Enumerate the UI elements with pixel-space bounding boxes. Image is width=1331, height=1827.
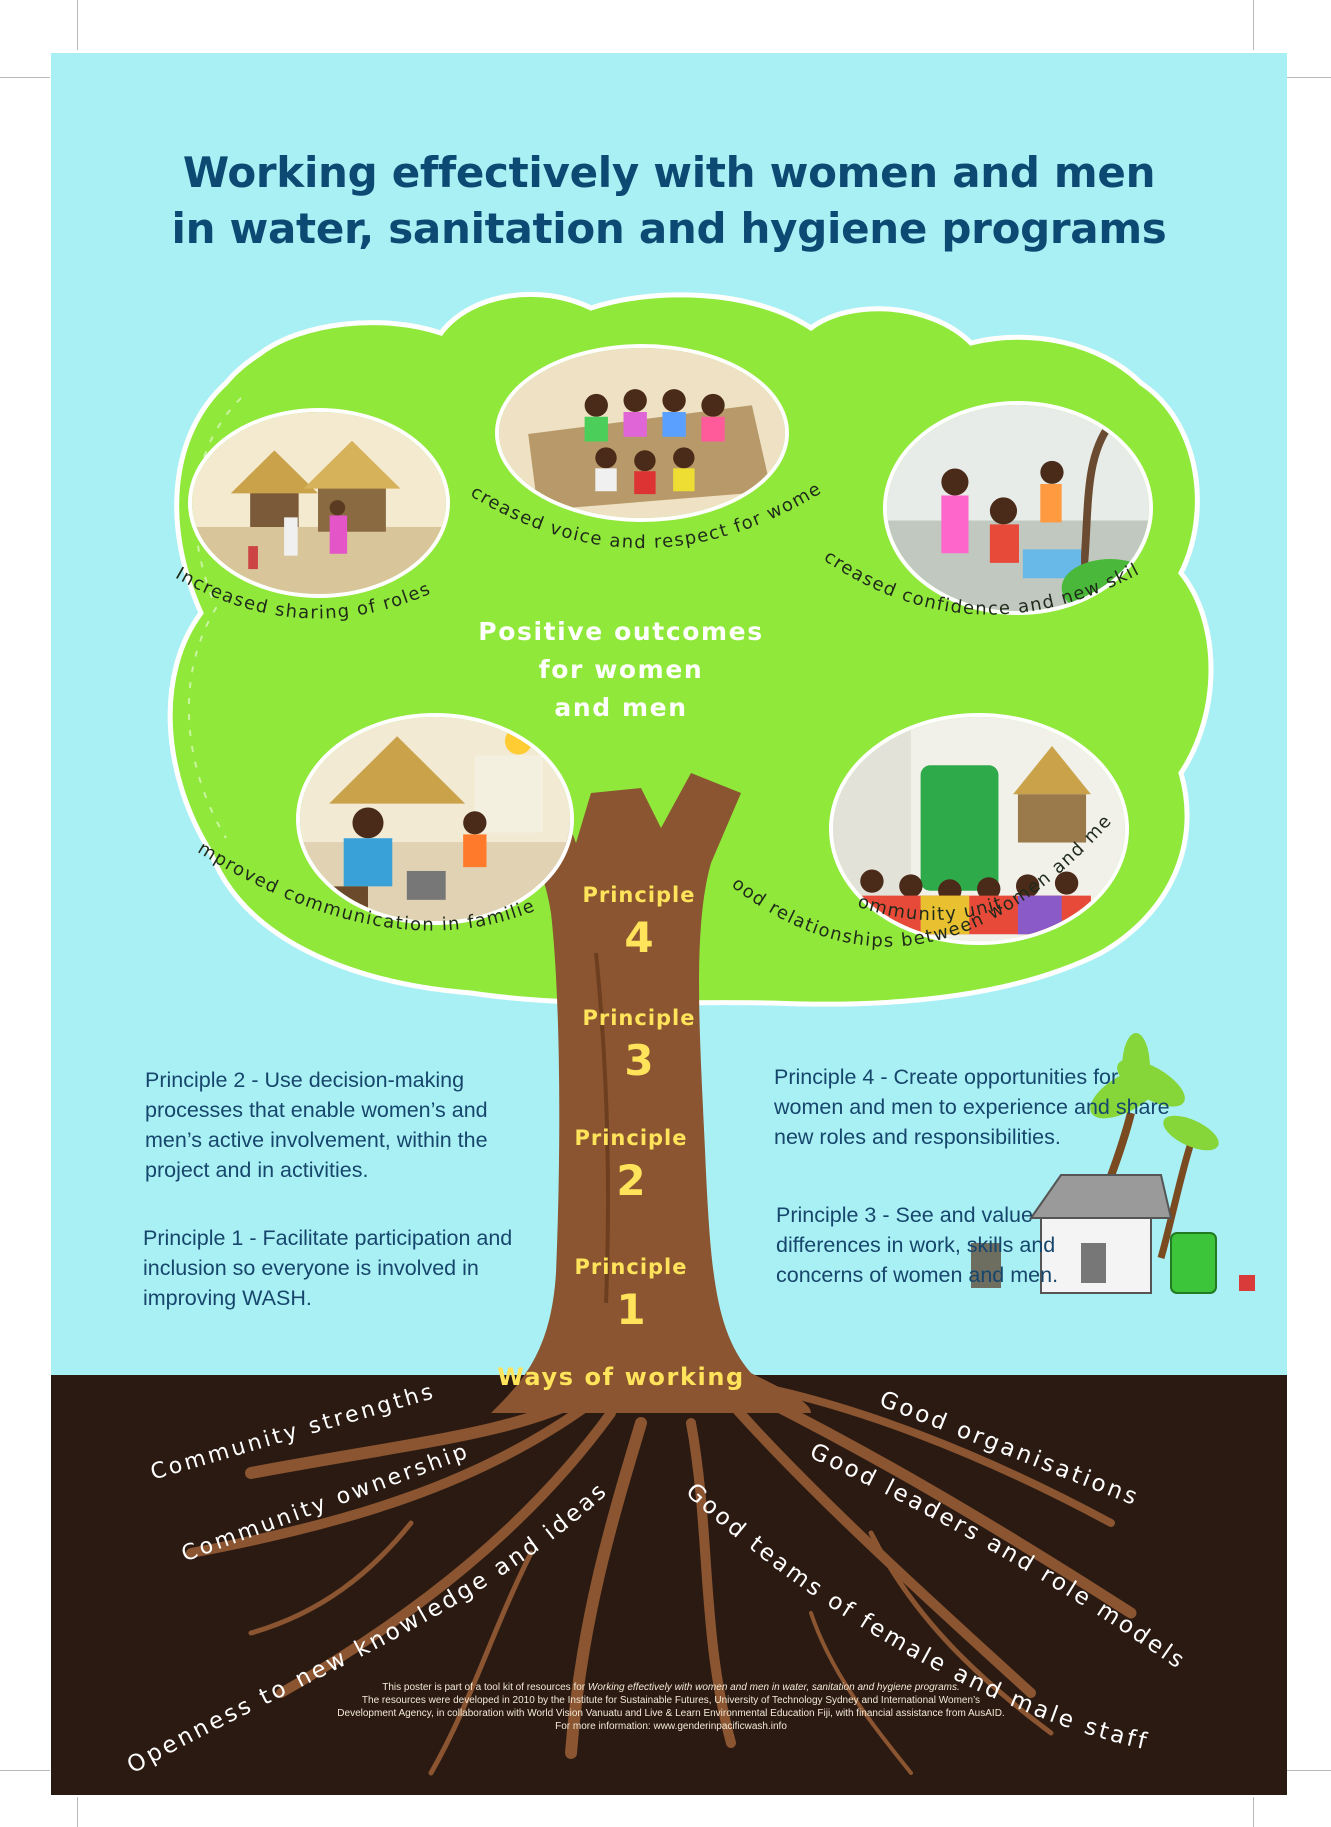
crop-mark: [0, 1770, 50, 1771]
principle-4-label: Principle: [582, 883, 696, 907]
principle-2-label: Principle: [574, 1126, 688, 1150]
crop-mark: [1253, 0, 1254, 50]
crop-mark: [1281, 1770, 1331, 1771]
principle-4-description: Principle 4 - Create opportunities for w…: [774, 1065, 1170, 1149]
illustration-sharing-roles: [188, 408, 450, 598]
illustration-confidence-skills: [883, 401, 1153, 615]
title-line-1: Working effectively with women and men: [182, 148, 1156, 197]
principle-3-description: Principle 3 - See and value differences …: [776, 1203, 1059, 1287]
footer-line-1-prefix: This poster is part of a tool kit of res…: [382, 1682, 588, 1693]
principle-2-number: 2: [616, 1156, 646, 1205]
footer-line-4: For more information: www.genderinpacifi…: [555, 1721, 787, 1732]
outcomes-heading-line-1: Positive outcomes: [478, 617, 764, 646]
illustration-community-unity: [829, 713, 1129, 945]
outcomes-heading-line-3: and men: [554, 693, 688, 722]
footer-line-1: This poster is part of a tool kit of res…: [251, 1681, 1091, 1694]
house-illustration: [971, 1033, 1255, 1294]
footer-line-2: The resources were developed in 2010 by …: [361, 1695, 981, 1706]
outcomes-heading-line-2: for women: [538, 655, 704, 684]
crop-mark: [1281, 77, 1331, 78]
positive-outcomes-heading: Positive outcomes for women and men: [471, 613, 771, 727]
principle-2-description: Principle 2 - Use decision-making proces…: [145, 1068, 488, 1182]
soil: [51, 1375, 1287, 1795]
tree-roots: [186, 1379, 1137, 1776]
poster-title: Working effectively with women and men i…: [51, 145, 1287, 257]
ways-of-working-label: Ways of working: [497, 1363, 745, 1391]
poster: Working effectively with women and men i…: [51, 53, 1287, 1795]
crop-mark: [0, 77, 50, 78]
principle-3-label: Principle: [582, 1006, 696, 1030]
title-line-2: in water, sanitation and hygiene program…: [171, 204, 1167, 253]
tree-trunk: [491, 773, 811, 1413]
principle-1-label: Principle: [574, 1255, 688, 1279]
footer-line-3: Development Agency, in collaboration wit…: [337, 1708, 1005, 1719]
crop-mark: [1253, 1797, 1254, 1827]
illustration-voice-respect: [495, 344, 789, 522]
crop-mark: [77, 1797, 78, 1827]
illustration-communication-families: [296, 713, 574, 925]
crop-mark: [77, 0, 78, 50]
principle-3-number: 3: [624, 1036, 654, 1085]
footer-line-1-italic: Working effectively with women and men i…: [587, 1682, 960, 1693]
principle-1-number: 1: [616, 1285, 646, 1334]
principle-4-number: 4: [624, 913, 654, 962]
principle-1-description: Principle 1 - Facilitate participation a…: [143, 1226, 513, 1310]
footer-credits: This poster is part of a tool kit of res…: [251, 1681, 1091, 1733]
